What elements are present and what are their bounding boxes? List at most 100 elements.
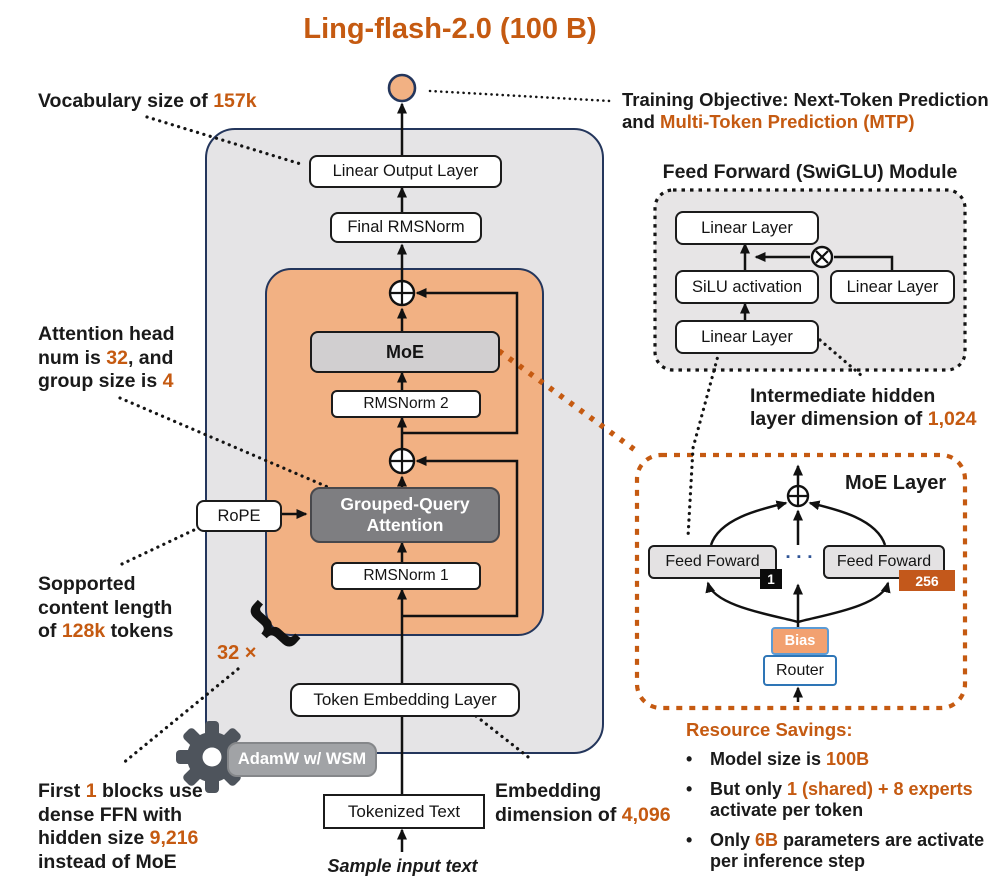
swiglu-linear-top-box: Linear Layer — [675, 211, 819, 245]
b3b: 6B — [755, 830, 779, 850]
swiglu-module-title: Feed Forward (SwiGLU) Module — [657, 161, 963, 184]
plus-circle-icon-top — [388, 279, 416, 307]
inter-l1: Intermediate hidden — [750, 385, 936, 407]
expert-index-first-badge: 1 — [760, 569, 782, 589]
ctx-l2: content length — [38, 596, 173, 619]
training-line1: Training Objective: Next-Token Predictio… — [622, 89, 989, 111]
dense-line2: dense FFN with — [38, 804, 203, 828]
expert-index-last-text: 256 — [915, 572, 939, 589]
connector-embed — [474, 714, 534, 762]
b3a: Only — [710, 830, 756, 850]
annotation-layer-count: 32 × — [217, 642, 256, 665]
rmsnorm2-box: RMSNorm 2 — [331, 390, 481, 418]
swiglu-title-text: Feed Forward (SwiGLU) Module — [662, 161, 958, 183]
ctx-line2: content length — [38, 597, 174, 621]
dense-line4: instead of MoE — [38, 851, 203, 875]
training-line2: and Multi-Token Prediction (MTP) — [622, 111, 989, 133]
b2a: But only — [710, 779, 787, 799]
bias-box: Bias — [771, 627, 829, 655]
attn-line3: group size is 4 — [38, 370, 175, 394]
attn-line2: num is 32, and — [38, 347, 175, 371]
training-l2b: Multi-Token Prediction (MTP) — [660, 111, 915, 132]
expert-ff-left-box: Feed Foward — [648, 545, 777, 579]
embed-line1: Embedding — [495, 779, 671, 803]
optimizer-label: AdamW w/ WSM — [237, 750, 367, 768]
attn-l1: Attention head — [38, 323, 175, 345]
token-embedding-label: Token Embedding Layer — [313, 690, 497, 709]
final-rmsnorm-label: Final RMSNorm — [347, 218, 465, 236]
bias-label: Bias — [784, 633, 816, 649]
swiglu-arrows — [740, 242, 894, 320]
inter-line2: layer dimension of 1,024 — [750, 408, 977, 431]
moe-layer-title: MoE Layer — [845, 472, 946, 495]
resource-bullet-2: • But only 1 (shared) + 8 experts activa… — [686, 779, 986, 821]
moe-layer-title-text: MoE Layer — [845, 472, 947, 494]
moe-layer-dotted-box — [634, 452, 968, 711]
dense-l1b: 1 — [85, 780, 97, 802]
embed-l2a: dimension of — [495, 804, 622, 826]
moe-label: MoE — [386, 341, 424, 362]
connector-dense — [120, 667, 240, 766]
swiglu-linear-top-label: Linear Layer — [701, 218, 793, 237]
rope-label: RoPE — [217, 506, 261, 525]
swiglu-linear-bottom-label: Linear Layer — [701, 327, 793, 346]
tokenized-label: Tokenized Text — [347, 801, 461, 821]
embed-l1: Embedding — [495, 780, 602, 802]
connector-attn — [118, 396, 332, 490]
attn-l3a: group size is — [38, 370, 163, 392]
resource-bullet-1-text: Model size is 100B — [710, 749, 869, 770]
annotation-intermediate-dim: Intermediate hidden layer dimension of 1… — [750, 385, 977, 430]
rmsnorm1-label: RMSNorm 1 — [363, 567, 449, 584]
dense-line1: First 1 blocks use — [38, 780, 203, 804]
final-rmsnorm-box: Final RMSNorm — [330, 212, 482, 243]
resource-bullet-2-text: But only 1 (shared) + 8 experts activate… — [710, 779, 973, 821]
rmsnorm2-label: RMSNorm 2 — [363, 395, 449, 412]
training-l1: Training Objective: Next-Token Predictio… — [622, 89, 989, 110]
optimizer-pill: AdamW w/ WSM — [227, 742, 377, 777]
b3-line2: per inference step — [710, 851, 866, 871]
layer-count-text: 32 × — [217, 642, 257, 664]
residual-attention — [402, 456, 519, 618]
dense-l2: dense FFN with — [38, 803, 183, 826]
ctx-l1: Sopported — [38, 573, 136, 595]
linear-output-label: Linear Output Layer — [332, 162, 479, 180]
attn-l2c: , and — [127, 346, 174, 369]
embed-line2: dimension of 4,096 — [495, 803, 671, 827]
rmsnorm1-box: RMSNorm 1 — [331, 562, 481, 590]
expert-ff-left-label: Feed Foward — [665, 553, 760, 570]
annotation-training-objective: Training Objective: Next-Token Predictio… — [622, 89, 989, 133]
ctx-l3a: of — [38, 620, 62, 642]
training-l2a: and — [622, 111, 661, 132]
router-label: Router — [775, 661, 825, 679]
swiglu-linear-bottom-box: Linear Layer — [675, 320, 819, 354]
sample-input-label: Sample input text — [327, 856, 478, 876]
plus-circle-icon-mid — [388, 447, 416, 475]
resource-savings-title: Resource Savings: — [686, 719, 986, 741]
output-token-circle-icon — [387, 73, 417, 103]
b1b: 100B — [826, 749, 870, 769]
ctx-line3: of 128k tokens — [38, 620, 174, 644]
residual-moe — [402, 288, 519, 435]
swiglu-linear-right-label: Linear Layer — [846, 277, 939, 296]
dense-l3a: hidden size — [38, 827, 150, 849]
inter-line1: Intermediate hidden — [750, 385, 977, 408]
flow-arrows — [278, 102, 519, 852]
vocab-value: 157k — [213, 90, 257, 112]
dotted-connectors — [118, 89, 864, 766]
annotation-dense-ffn: First 1 blocks use dense FFN with hidden… — [38, 780, 203, 874]
grouped-query-attention-box: Grouped-Query Attention — [310, 487, 500, 543]
annotation-embedding-dim: Embedding dimension of 4,096 — [495, 779, 671, 827]
resource-savings: Resource Savings: • Model size is 100B •… — [686, 719, 986, 881]
dense-l3b: 9,216 — [149, 827, 199, 849]
resource-bullet-1: • Model size is 100B — [686, 749, 986, 770]
experts-ellipsis-text: ▪ ▪ ▪ — [786, 551, 814, 563]
swiglu-linear-right-box: Linear Layer — [830, 270, 955, 304]
resource-bullet-3: • Only 6B parameters are activate per in… — [686, 830, 986, 872]
swiglu-silu-label: SiLU activation — [691, 277, 803, 296]
inter-l2b: 1,024 — [927, 407, 977, 430]
bullet-dot: • — [686, 830, 693, 850]
annotation-vocab-size: Vocabulary size of 157k — [38, 90, 257, 113]
connector-swiglu-to-expert — [686, 350, 721, 539]
embed-l2b: 4,096 — [621, 804, 671, 826]
operator-icons — [387, 73, 834, 508]
